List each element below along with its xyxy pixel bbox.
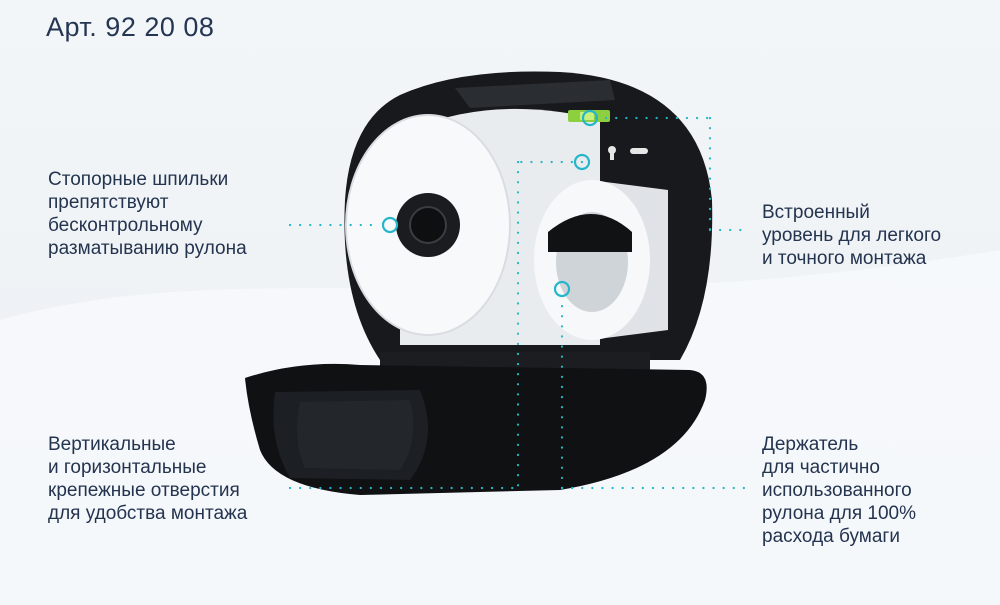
article-number: Арт. 92 20 08 [46, 12, 215, 42]
callout-connectors [288, 116, 747, 490]
callout-line: разматыванию рулона [48, 238, 247, 259]
callout-mounting-holes: Вертикальные и горизонтальные крепежные … [48, 433, 247, 525]
callout-line: Стопорные шпильки [48, 169, 229, 190]
big-paper-roll [345, 108, 600, 345]
callout-line: расхода бумаги [762, 526, 900, 547]
callout-line: уровень для легкого [762, 225, 942, 246]
callout-line: и точного монтажа [762, 248, 927, 269]
callout-partial-roll-holder: Держатель для частично использованного р… [762, 433, 916, 548]
callout-built-in-level: Встроенный уровень для легкого и точного… [762, 201, 941, 270]
callout-line: для частично [762, 457, 880, 478]
callout-line: Встроенный [762, 202, 870, 223]
callout-line: и горизонтальные [48, 457, 207, 478]
callout-locking-pins: Стопорные шпильки препятствуют бесконтро… [48, 168, 247, 260]
callout-markers [381, 109, 599, 298]
callout-line: использованного [762, 480, 912, 501]
callout-line: Вертикальные [48, 434, 176, 455]
callout-line: рулона для 100% [762, 503, 916, 524]
partial-paper-roll [534, 180, 668, 340]
callout-line: Держатель [762, 434, 859, 455]
open-front-cover [245, 363, 707, 495]
callout-line: бесконтрольному [48, 215, 203, 236]
callout-line: для удобства монтажа [48, 503, 248, 524]
keyhole-icon [608, 146, 648, 160]
callout-line: крепежные отверстия [48, 480, 240, 501]
callout-line: препятствуют [48, 192, 169, 213]
